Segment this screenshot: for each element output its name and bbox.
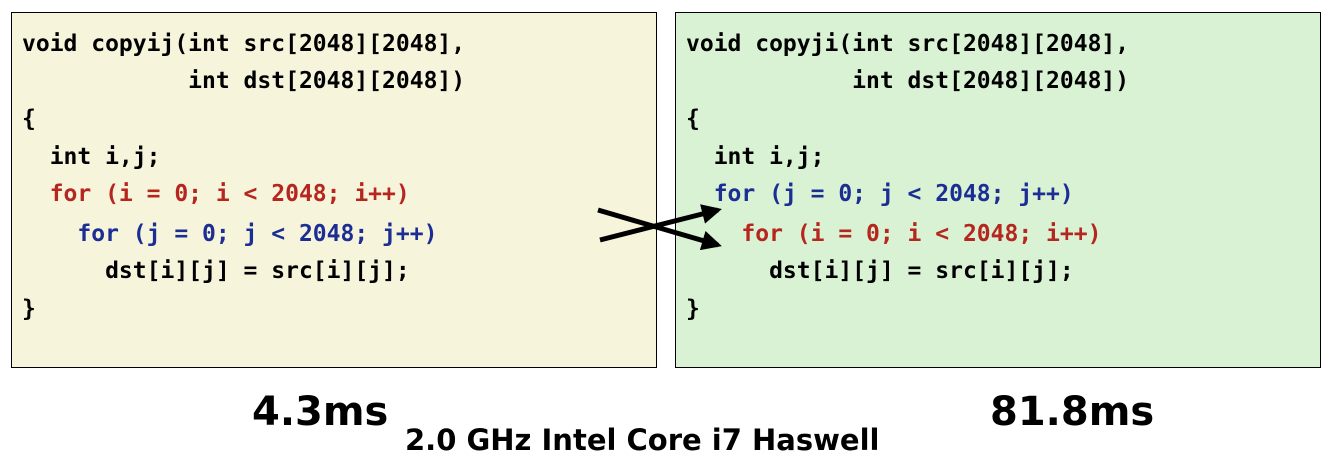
code-line: int i,j; xyxy=(22,144,161,170)
code-line-outer-loop-i: for (i = 0; i < 2048; i++) xyxy=(22,181,410,207)
timing-copyij: 4.3ms xyxy=(252,389,389,435)
timing-copyji: 81.8ms xyxy=(990,389,1155,435)
code-panel-copyji: void copyji(int src[2048][2048], int dst… xyxy=(675,12,1321,368)
code-line: { xyxy=(22,106,36,132)
code-line: int dst[2048][2048]) xyxy=(22,68,466,94)
code-line: void copyji(int src[2048][2048], xyxy=(686,31,1130,57)
code-line: int i,j; xyxy=(686,144,825,170)
code-line: dst[i][j] = src[i][j]; xyxy=(22,258,410,284)
swap-arrow-to-outer xyxy=(599,204,722,243)
cpu-label: 2.0 GHz Intel Core i7 Haswell xyxy=(405,423,880,457)
code-panel-copyij: void copyij(int src[2048][2048], int dst… xyxy=(11,12,657,368)
code-line: { xyxy=(686,106,700,132)
code-line: } xyxy=(22,296,36,322)
code-line-outer-loop-j: for (j = 0; j < 2048; j++) xyxy=(686,181,1074,207)
code-line-inner-loop-i: for (i = 0; i < 2048; i++) xyxy=(686,221,1102,247)
code-line: dst[i][j] = src[i][j]; xyxy=(686,258,1074,284)
code-line-inner-loop-j: for (j = 0; j < 2048; j++) xyxy=(22,221,438,247)
code-line: } xyxy=(686,296,700,322)
code-line: void copyij(int src[2048][2048], xyxy=(22,31,466,57)
code-line: int dst[2048][2048]) xyxy=(686,68,1130,94)
